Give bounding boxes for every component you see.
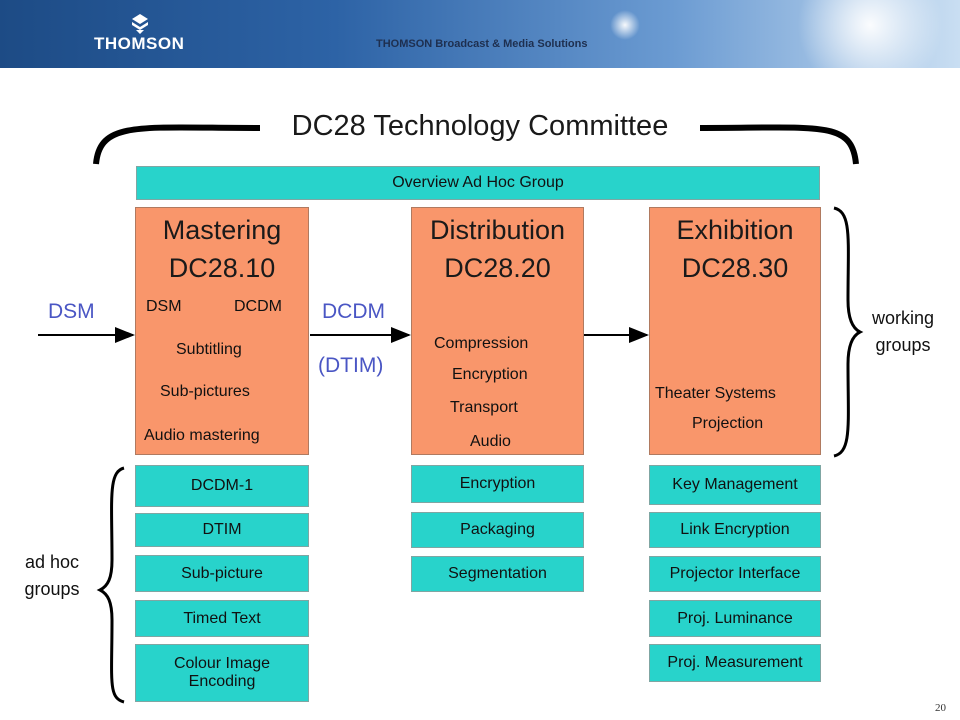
distribution-item-transport: Transport xyxy=(450,399,518,416)
flow-middle-label: DCDM xyxy=(322,300,385,323)
adhoc-packaging: Packaging xyxy=(411,512,584,548)
adhoc-link-encryption: Link Encryption xyxy=(649,512,821,548)
adhoc-key-management: Key Management xyxy=(649,465,821,505)
distribution-code: DC28.20 xyxy=(444,253,551,283)
header-banner: THOMSON THOMSON Broadcast & Media Soluti… xyxy=(0,0,960,68)
mastering-item-audio-mastering: Audio mastering xyxy=(144,427,260,444)
exhibition-code: DC28.30 xyxy=(681,253,789,283)
page-number: 20 xyxy=(935,702,946,714)
working-groups-brace xyxy=(833,206,864,458)
adhoc-groups-label: ad hoc groups xyxy=(24,552,80,599)
adhoc-dcdm-1: DCDM-1 xyxy=(135,465,309,507)
committee-title: DC28 Technology Committee xyxy=(262,106,698,146)
brand-name: THOMSON xyxy=(94,34,185,53)
adhoc-dtim: DTIM xyxy=(135,513,309,547)
distribution-item-audio: Audio xyxy=(470,433,511,450)
overview-group-box: Overview Ad Hoc Group xyxy=(136,166,820,200)
committee-brace xyxy=(93,124,859,165)
adhoc-encryption: Encryption xyxy=(411,465,584,503)
adhoc-timed-text: Timed Text xyxy=(135,600,309,637)
mastering-item-subtitling: Subtitling xyxy=(176,341,242,358)
flow-input-label: DSM xyxy=(48,300,95,323)
distribution-item-compression: Compression xyxy=(434,335,529,352)
adhoc-groups-brace xyxy=(96,466,125,704)
banner-glow xyxy=(790,0,950,68)
mastering-code: DC28.10 xyxy=(168,253,276,283)
adhoc-segmentation: Segmentation xyxy=(411,556,584,592)
banner-glow-small xyxy=(610,10,640,40)
exhibition-item-projection: Projection xyxy=(692,415,764,432)
working-groups-label: working groups xyxy=(871,308,935,355)
mastering-box: Mastering DC28.10 DSM DCDM Subtitling Su… xyxy=(135,207,309,455)
exhibition-name: Exhibition xyxy=(676,215,794,245)
adhoc-projector-interface: Projector Interface xyxy=(649,556,821,592)
adhoc-proj-measurement: Proj. Measurement xyxy=(649,644,821,682)
distribution-name: Distribution xyxy=(429,215,566,245)
mastering-item-subpictures: Sub-pictures xyxy=(160,383,250,400)
thomson-logo-icon xyxy=(132,14,148,34)
adhoc-proj-luminance: Proj. Luminance xyxy=(649,600,821,637)
flow-middle-sublabel: (DTIM) xyxy=(318,354,384,377)
exhibition-item-theater-systems: Theater Systems xyxy=(655,385,776,402)
mastering-item-dsm: DSM xyxy=(146,298,182,315)
exhibition-box: Exhibition DC28.30 Theater Systems Proje… xyxy=(649,207,821,455)
distribution-item-encryption: Encryption xyxy=(452,366,528,383)
header-tagline: THOMSON Broadcast & Media Solutions xyxy=(376,38,588,50)
mastering-item-dcdm: DCDM xyxy=(234,298,282,315)
adhoc-sub-picture: Sub-picture xyxy=(135,555,309,592)
mastering-name: Mastering xyxy=(162,215,282,245)
adhoc-colour-image-encoding: Colour Image Encoding xyxy=(135,644,309,702)
distribution-box: Distribution DC28.20 Compression Encrypt… xyxy=(411,207,584,455)
